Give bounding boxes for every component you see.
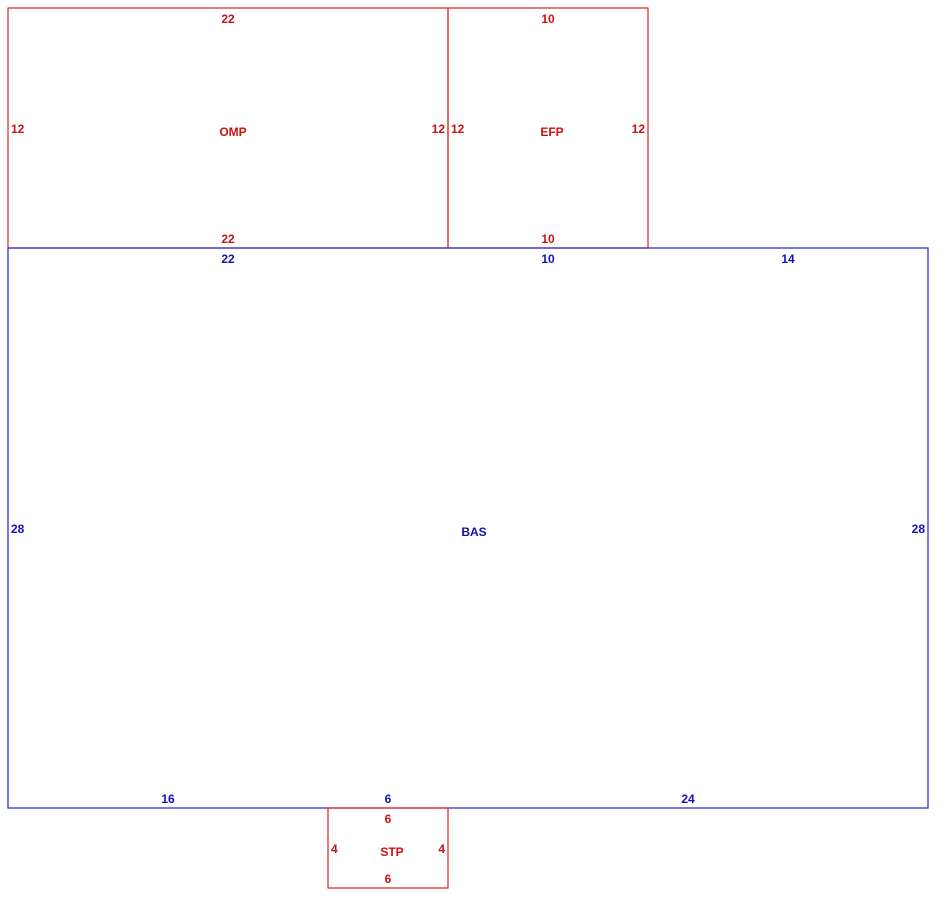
omp-left-dimension: 12 bbox=[11, 122, 25, 136]
efp-top-dimension: 10 bbox=[541, 12, 555, 26]
bas-top-dimension-1: 22 bbox=[221, 252, 235, 266]
stp-outline bbox=[327, 807, 449, 889]
bas-bottom-dimension-3: 24 bbox=[681, 792, 695, 806]
bas-label: BAS bbox=[461, 525, 486, 539]
bas-top-dimension-3: 14 bbox=[781, 252, 795, 266]
efp-label: EFP bbox=[540, 125, 563, 139]
bas-top-dimension-2: 10 bbox=[541, 252, 555, 266]
bas-left-dimension: 28 bbox=[11, 522, 25, 536]
bas-bottom-dimension-2: 6 bbox=[385, 792, 392, 806]
stp-top-dimension: 6 bbox=[385, 812, 392, 826]
omp-label: OMP bbox=[219, 125, 246, 139]
omp-bottom-dimension: 22 bbox=[221, 232, 235, 246]
omp-top-dimension: 22 bbox=[221, 12, 235, 26]
stp-bottom-dimension: 6 bbox=[385, 872, 392, 886]
bas-area: 22 10 14 28 28 16 6 24 BAS bbox=[7, 247, 929, 809]
stp-left-dimension: 4 bbox=[331, 842, 338, 856]
stp-label: STP bbox=[380, 845, 403, 859]
efp-left-dimension: 12 bbox=[451, 122, 465, 136]
bas-outline bbox=[7, 247, 929, 809]
stp-area: 6 6 4 4 STP bbox=[327, 807, 449, 889]
omp-right-dimension: 12 bbox=[432, 122, 446, 136]
bas-bottom-dimension-1: 16 bbox=[161, 792, 175, 806]
stp-right-dimension: 4 bbox=[438, 842, 445, 856]
omp-area: 22 22 12 12 OMP bbox=[7, 7, 449, 249]
efp-area: 10 10 12 12 EFP bbox=[447, 7, 649, 249]
efp-right-dimension: 12 bbox=[632, 122, 646, 136]
efp-bottom-dimension: 10 bbox=[541, 232, 555, 246]
bas-right-dimension: 28 bbox=[912, 522, 926, 536]
